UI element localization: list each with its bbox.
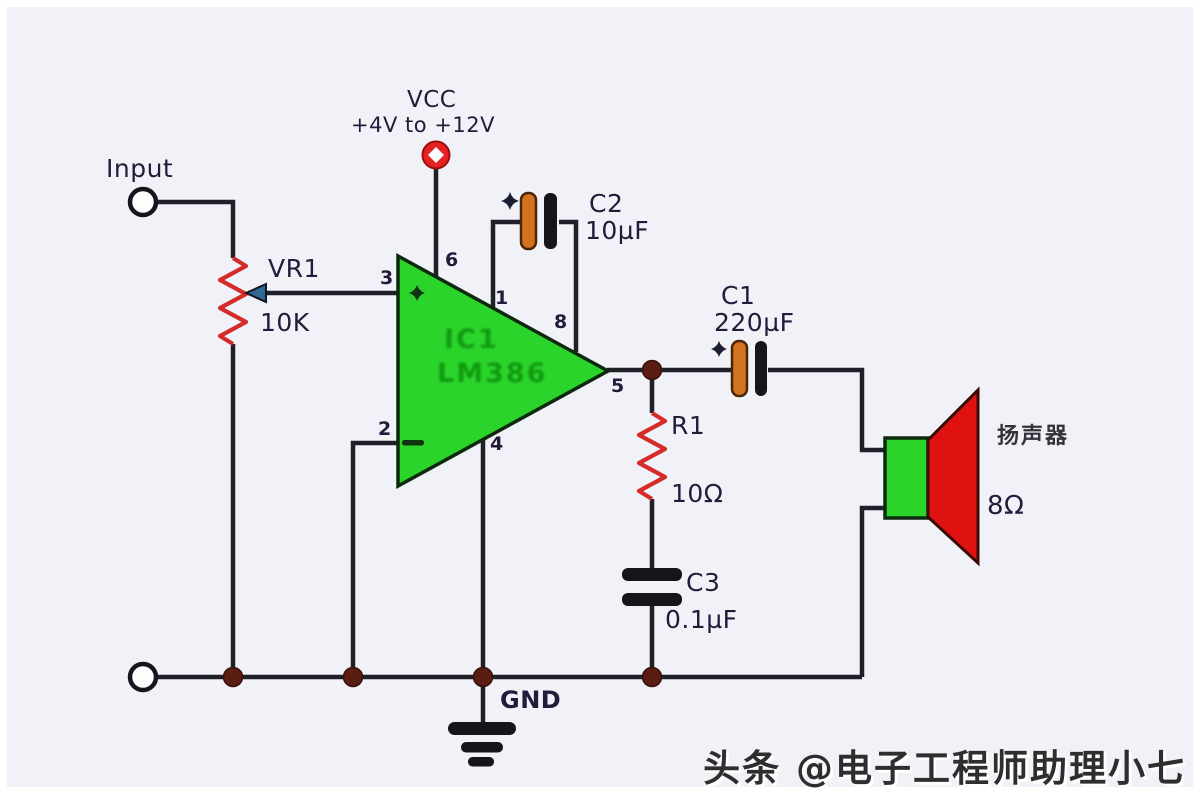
ic1-part-label: LM386 [437,358,548,389]
c2-ref-label: C2 [589,189,624,218]
input-label: Input [106,154,174,183]
c3-value-label: 0.1µF [665,605,738,634]
ground-symbol-icon [448,722,516,767]
c3-top-plate-icon [622,568,682,581]
ic1-opamp-triangle [396,253,612,489]
input-terminal-bottom-icon [127,661,159,693]
junction-dots [222,359,663,688]
r1-ref-label: R1 [671,411,706,440]
pin-4-label: 4 [490,433,504,455]
speaker-label: 扬声器 [997,424,1070,449]
pin-1-label: 1 [495,287,509,309]
watermark-text: 头条 @电子工程师助理小七 [703,747,1186,790]
c1-positive-plate-icon [730,339,749,398]
c3-bottom-plate-icon [622,593,682,606]
pin-2-label: 2 [378,418,392,440]
ic1-ref-label: IC1 [444,324,499,355]
vr1-value-label: 10K [260,308,310,337]
vcc-terminal-diamond-icon [428,147,444,163]
c1-ref-label: C1 [721,281,756,310]
speaker-cone-icon [926,386,980,567]
pin-5-label: 5 [611,375,625,397]
speaker-impedance-label: 8Ω [987,491,1025,521]
r1-resistor-icon [636,411,668,501]
c2-positive-plate-icon [519,191,538,251]
c3-ref-label: C3 [686,568,721,597]
vr1-wiper-arrow-icon [243,282,267,304]
c1-negative-plate-icon [755,341,767,396]
pin-6-label: 6 [445,249,459,271]
gnd-label: GND [500,686,562,714]
r1-value-label: 10Ω [671,479,724,508]
c2-value-label: 10µF [585,216,650,245]
input-terminal-top-icon [127,186,159,218]
c2-plus-mark-icon [501,192,519,210]
speaker-body-icon [883,436,930,520]
vcc-range-label: +4V to +12V [351,113,495,137]
circuit-wires [157,168,886,723]
c2-negative-plate-icon [544,193,557,249]
c1-plus-mark-icon [711,341,727,357]
ic1-minus-mark-icon [402,440,424,446]
vr1-ref-label: VR1 [268,254,320,283]
pin-3-label: 3 [380,267,394,289]
vr1-potentiometer-icon [217,256,249,346]
pin-8-label: 8 [554,311,568,333]
vcc-net-label: VCC [407,87,457,113]
ic1-plus-mark-icon [409,285,425,301]
c1-value-label: 220µF [714,308,795,337]
